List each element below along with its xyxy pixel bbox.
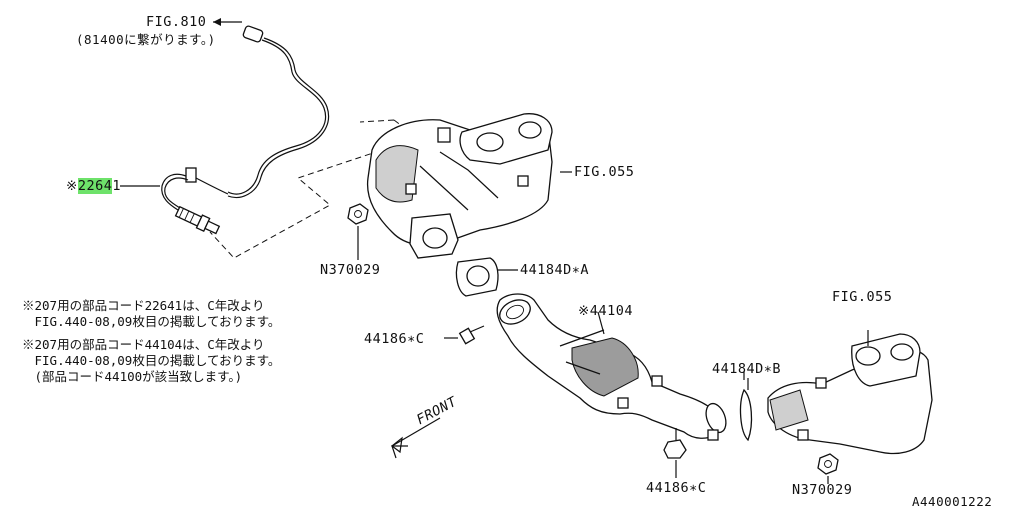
label-fig-810[interactable]: FIG.810 (146, 14, 207, 30)
oxygen-sensor-harness (120, 18, 330, 235)
nut-n370029-top (347, 203, 369, 260)
front-exhaust-pipe (496, 293, 727, 441)
label-fig-055-top[interactable]: FIG.055 (574, 164, 635, 180)
note-line-3: ※207用の部品コード44104は、C年改より (22, 337, 265, 352)
label-44186-c-bottom[interactable]: 44186∗C (646, 480, 707, 496)
label-n370029-top[interactable]: N370029 (320, 262, 381, 278)
note-line-2: FIG.440-08,09枚目の掲載しております。 (22, 314, 281, 329)
sensor-prefix: ※ (66, 178, 78, 194)
label-44184d-a[interactable]: 44184D∗A (520, 262, 590, 278)
label-sensor-part[interactable]: ※22641 (66, 178, 121, 194)
label-44184d-b[interactable]: 44184D∗B (712, 361, 782, 377)
label-n370029-bottom[interactable]: N370029 (792, 482, 853, 498)
gasket-44184d-b (739, 378, 753, 442)
front-catalytic-converter (366, 113, 553, 259)
label-fig-810-note: (81400に繋がります。) (76, 32, 216, 47)
note-line-5: (部品コード44100が該当致します。) (22, 369, 243, 384)
note-line-4: FIG.440-08,09枚目の掲載しております。 (22, 353, 281, 368)
gasket-44184d-a (455, 257, 518, 297)
front-direction-arrow (391, 417, 441, 459)
nut-n370029-bottom (817, 453, 839, 484)
sensor-suffix: 1 (112, 178, 121, 194)
label-44186-c-top[interactable]: 44186∗C (364, 331, 425, 347)
bolt-44186-c-top (444, 325, 485, 345)
bolt-44186-c-bottom (663, 428, 687, 478)
sensor-part-highlight: 2264 (77, 178, 113, 194)
diagram-id: A440001222 (912, 494, 993, 509)
label-44104[interactable]: ※44104 (578, 303, 633, 319)
rear-catalytic-converter (767, 330, 933, 455)
note-line-1: ※207用の部品コード22641は、C年改より (22, 298, 265, 313)
label-fig-055-right[interactable]: FIG.055 (832, 289, 893, 305)
